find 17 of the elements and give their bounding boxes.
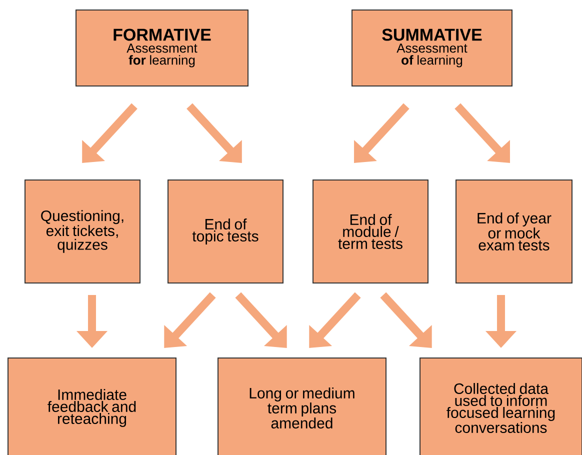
arrow: [380, 292, 432, 348]
process-box: Questioning, exit tickets, quizzes: [24, 180, 140, 284]
process-box: End of year or mock exam tests: [456, 180, 572, 284]
arrow: [309, 292, 361, 348]
arrow: [354, 103, 410, 163]
process-box: Immediate feedback and reteaching: [8, 358, 176, 455]
arrow: [82, 103, 138, 163]
arrow: [164, 292, 216, 348]
heading-box: FORMATIVE Assessment for learning: [76, 10, 248, 86]
arrow: [235, 292, 287, 348]
process-box: End of topic tests: [168, 180, 284, 284]
process-box: Collected data used to inform focused learning conversations: [420, 358, 582, 455]
process-box: Long or medium term plans amended: [218, 358, 386, 455]
arrow: [454, 103, 510, 163]
arrow: [186, 103, 242, 163]
heading-box: SUMMATIVE Assessment of learning: [352, 10, 512, 86]
process-box: End of module / term tests: [312, 180, 428, 284]
